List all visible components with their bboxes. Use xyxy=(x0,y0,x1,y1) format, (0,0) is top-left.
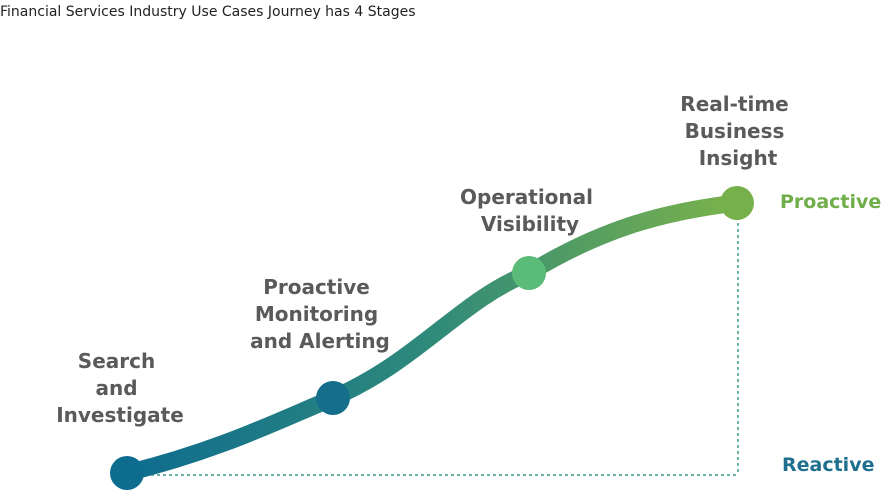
reactive-level-label: Reactive xyxy=(782,454,874,476)
journey-curve xyxy=(118,194,746,482)
proactive-level-label: Proactive xyxy=(780,191,881,213)
stage-marker-search xyxy=(110,456,144,490)
stage-label-visibility: Operational Visibility xyxy=(460,185,600,236)
stage-label-search: Search and Investigate xyxy=(56,349,184,427)
stage-label-monitoring: Proactive Monitoring and Alerting xyxy=(250,275,390,353)
stage-marker-insight xyxy=(720,186,754,220)
stage-marker-monitoring xyxy=(316,381,350,415)
diagram-caption: Financial Services Industry Use Cases Jo… xyxy=(0,4,416,20)
stage-marker-visibility xyxy=(512,256,546,290)
stage-label-insight: Real-time Business Insight xyxy=(680,92,795,170)
